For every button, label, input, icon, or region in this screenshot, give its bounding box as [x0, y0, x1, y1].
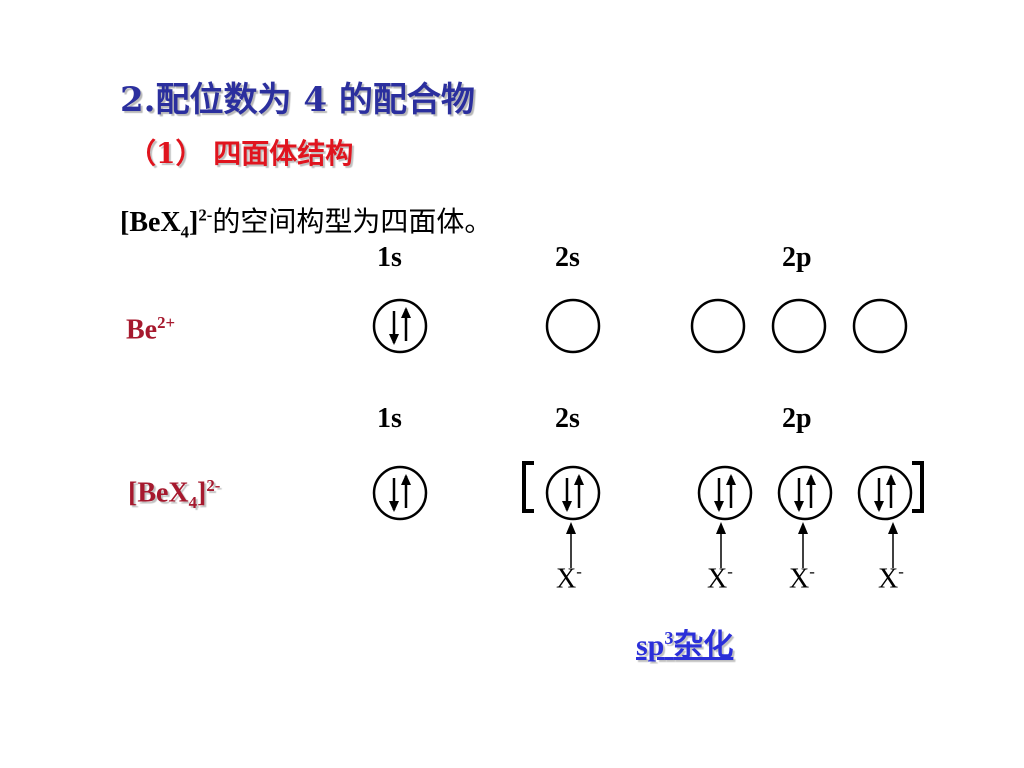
ligand-label: X- [707, 562, 733, 595]
formula-sub: 4 [180, 222, 190, 242]
hybridization-link[interactable]: sp3杂化 [636, 620, 733, 664]
section-subtitle: （1） 四面体结构 [128, 137, 354, 170]
slide-title: 2.配位数为 4 的配合物 [120, 80, 475, 120]
hybrid-base[interactable]: sp [636, 629, 665, 662]
description: [BeX4]2-的空间构型为四面体。 [120, 200, 492, 243]
row2-ion-close: ] [197, 477, 207, 509]
ligand-base: X [878, 563, 899, 595]
hybrid-sup[interactable]: 3 [664, 628, 674, 648]
row1-ion-label: Be2+ [126, 313, 175, 346]
row2-ion-sup: 2- [206, 476, 221, 495]
row2-ion-open: [BeX [128, 477, 189, 509]
left-bracket-icon [522, 461, 534, 513]
ligand-label: X- [878, 562, 904, 595]
paired-electrons-icon [389, 307, 411, 345]
row1-orbital-2p-1 [690, 298, 746, 354]
right-bracket-icon [912, 461, 924, 513]
ligand-base: X [707, 563, 728, 595]
row1-label-1s: 1s [377, 242, 402, 273]
row1-ion-base: Be [126, 314, 158, 346]
row1-ion-sup: 2+ [157, 313, 176, 332]
ligand-arrow-icon [716, 522, 726, 568]
formula-open: [BeX [120, 207, 181, 238]
row1-orbital-2s [545, 298, 601, 354]
row1-orbital-1s [372, 298, 428, 354]
row2-orbital-2p-2 [777, 465, 833, 521]
ligand-arrow-icon [566, 522, 576, 568]
ligand-arrow-icon [888, 522, 898, 568]
ligand-sup: - [898, 562, 904, 581]
row2-ion-label: [BeX4]2- [128, 476, 220, 513]
row1-label-2p: 2p [782, 242, 812, 273]
row1-orbital-2p-2 [771, 298, 827, 354]
row2-label-1s: 1s [377, 403, 402, 434]
row2-label-2p: 2p [782, 403, 812, 434]
ligand-arrow-icon [798, 522, 808, 568]
row2-orbital-2s [545, 465, 601, 521]
row2-label-2s: 2s [555, 403, 580, 434]
description-text: 的空间构型为四面体。 [212, 205, 493, 238]
ligand-sup: - [727, 562, 733, 581]
row1-orbital-2p-3 [852, 298, 908, 354]
ligand-label: X- [789, 562, 815, 595]
row2-orbital-2p-3 [857, 465, 913, 521]
row1-label-2s: 2s [555, 242, 580, 273]
ligand-sup: - [576, 562, 582, 581]
ligand-base: X [789, 563, 810, 595]
row2-orbital-2p-1 [697, 465, 753, 521]
formula-sup: 2- [198, 205, 213, 225]
hybrid-text[interactable]: 杂化 [673, 629, 734, 662]
ligand-label: X- [556, 562, 582, 595]
row2-ion-sub: 4 [188, 492, 198, 512]
ligand-base: X [556, 563, 577, 595]
formula-close: ] [189, 207, 199, 238]
ligand-sup: - [809, 562, 815, 581]
row2-orbital-1s [372, 465, 428, 521]
